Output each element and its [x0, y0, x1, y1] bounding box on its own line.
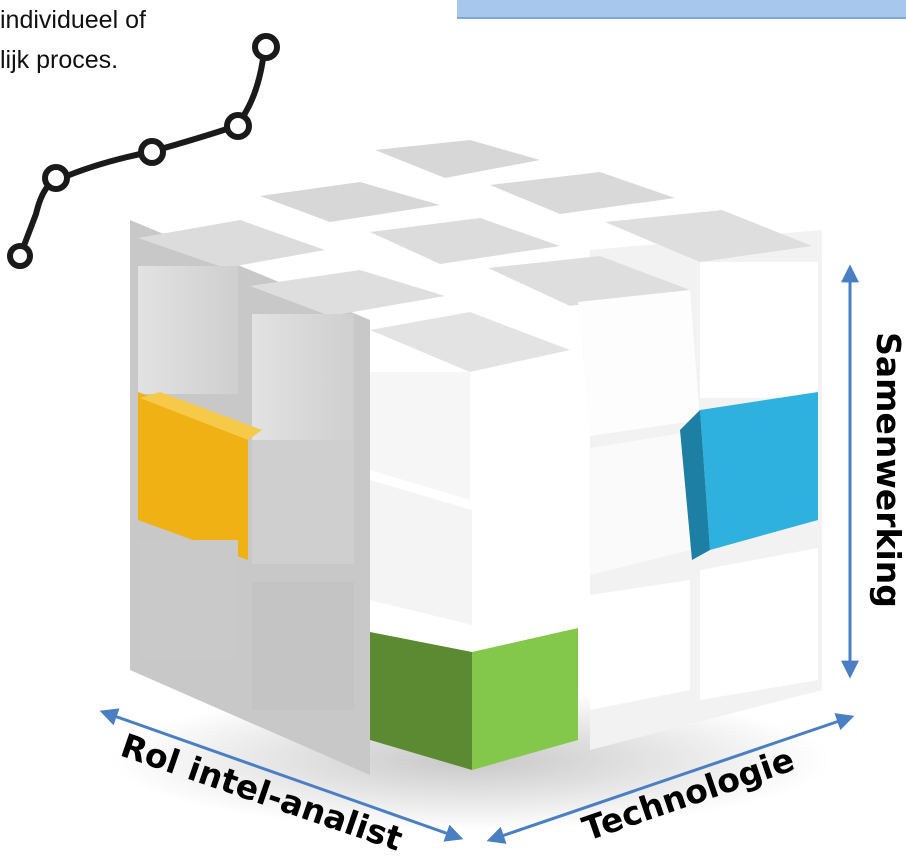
- left-axis-arrow: [99, 708, 464, 842]
- node-path-icon: [7, 33, 280, 269]
- accent-blue-cubelet: [700, 392, 818, 550]
- top-banner: [457, 0, 906, 19]
- intro-text-line-1: individueel of: [0, 6, 146, 34]
- accent-yellow-cubelet: [138, 392, 248, 560]
- intro-text-line-2: lijk proces.: [0, 46, 119, 74]
- rubik-cube: [130, 140, 822, 775]
- right-axis-arrow: [486, 713, 855, 844]
- vertical-axis-label: Samenwerking: [869, 332, 906, 608]
